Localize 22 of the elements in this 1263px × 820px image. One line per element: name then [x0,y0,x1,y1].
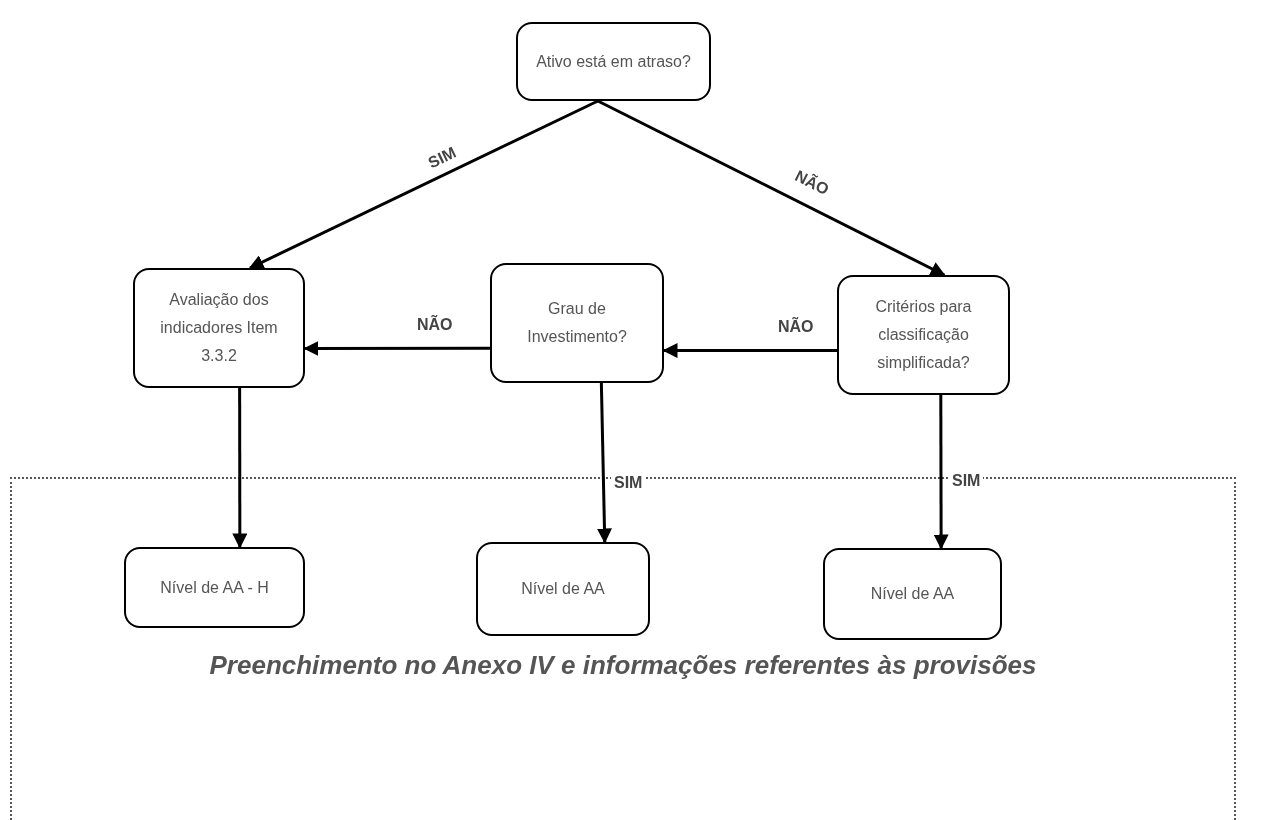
process-box [124,547,305,628]
process-box [823,548,1002,640]
arrow [662,343,837,359]
arrow [232,388,248,549]
arrow [597,99,946,277]
arrow [933,395,949,550]
arrow [596,382,612,544]
arrow [303,340,490,356]
node-text: Critérios para classificação simplificada? [874,297,973,373]
process-box [133,268,305,388]
node-text: Nível de AA - H [160,577,269,598]
node-text: Nível de AA [870,584,955,604]
node-text: Ativo está em atraso? [536,51,691,72]
node-text: Preenchimento no Anexo IV e informações referentes às provisões [208,649,1038,681]
node-text: Grau de Investimento? [526,299,628,347]
process-box [476,542,650,636]
arrow [248,99,599,270]
node-text: Avaliação dos indicadores Item 3.3.2 [159,290,279,366]
process-box [516,22,711,101]
node-text: Nível de AA [521,579,605,599]
process-box [837,275,1010,395]
process-box [490,263,664,383]
